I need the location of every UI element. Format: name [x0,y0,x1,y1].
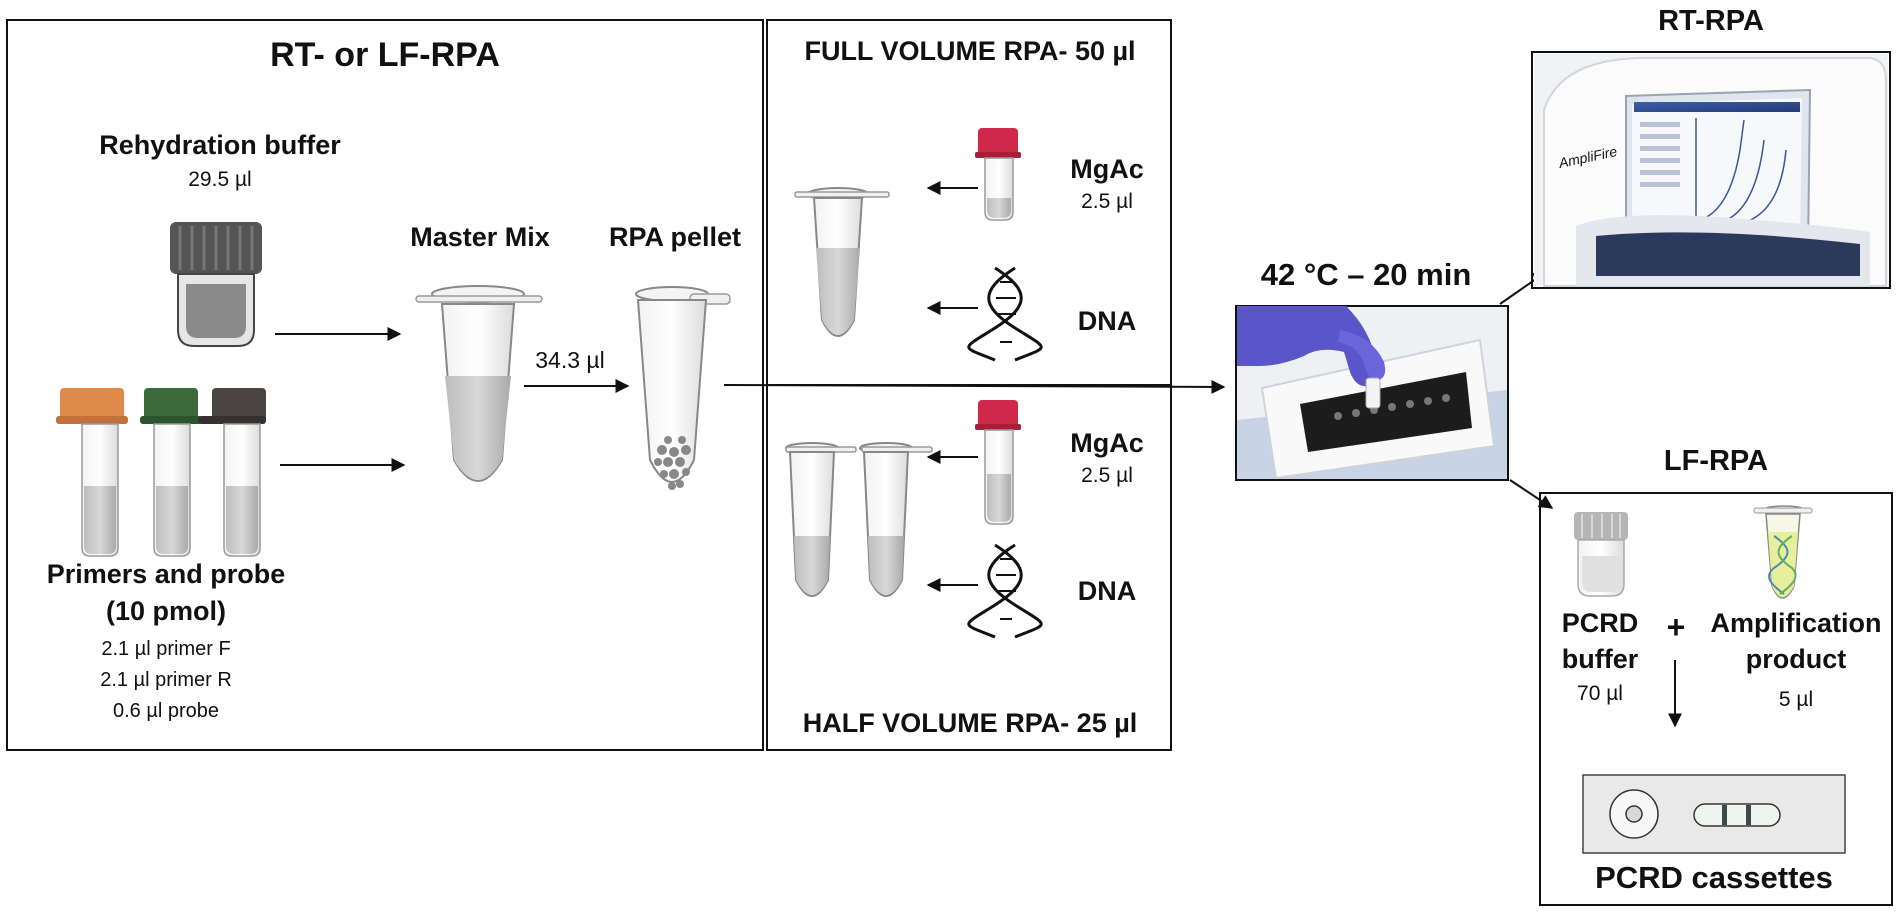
primers-label-line2: (10 pmol) [106,596,226,626]
pcrd-buffer-label-line2: buffer [1562,644,1639,674]
full-mgac-label: MgAc [1070,154,1144,184]
glove-icon [1237,306,1386,387]
pcrd-buffer-label-line1: PCRD [1562,608,1639,638]
primer-f-volume: 2.1 µl primer F [101,638,230,660]
half-dna-icon [967,543,1043,639]
probe-tube-icon [198,388,266,557]
half-volume-tube-1-icon [785,442,857,597]
probe-volume: 0.6 µl probe [113,700,219,722]
pcrd-cassettes-label: PCRD cassettes [1595,860,1833,895]
full-dna-label: DNA [1078,306,1137,336]
lf-rpa-panel-frame [1539,492,1893,906]
half-dna-label: DNA [1078,576,1137,606]
primer-tubes-icon [56,388,266,557]
half-mgac-tube-icon [975,400,1021,525]
product-volume: 5 µl [1779,688,1813,711]
full-volume-title: FULL VOLUME RPA- 50 µl [804,36,1135,66]
transfer-volume: 34.3 µl [535,347,605,373]
pcrd-cassette-icon [1582,774,1846,854]
full-mgac-tube-icon [975,128,1021,221]
full-volume-tube-icon [794,187,890,337]
pcrd-buffer-volume: 70 µl [1577,682,1623,705]
half-mgac-volume: 2.5 µl [1081,464,1133,487]
lf-rpa-title: LF-RPA [1664,445,1768,477]
rehydration-vial-icon [170,222,262,347]
main-panel-title: RT- or LF-RPA [270,36,500,74]
incubation-condition: 42 °C – 20 min [1261,257,1472,292]
primer-r-volume: 2.1 µl primer R [100,669,232,691]
amplifire-device-photo: AmpliFire [1534,54,1888,287]
arrow-to-lf-rpa [1509,479,1554,509]
rpa-pellet-label: RPA pellet [609,222,741,252]
primers-label-line1: Primers and probe [47,559,286,589]
rt-rpa-title: RT-RPA [1658,5,1764,37]
rpa-pellet-tube-icon [635,286,731,490]
full-mgac-volume: 2.5 µl [1081,190,1133,213]
half-mgac-label: MgAc [1070,428,1144,458]
primer-r-tube-icon [140,388,202,557]
pcrd-buffer-tube-icon [1574,512,1628,597]
rt-rpa-panel-frame [1531,51,1891,289]
half-volume-tube-2-icon [859,442,933,597]
half-volume-title: HALF VOLUME RPA- 25 µl [803,708,1138,738]
rehydration-volume: 29.5 µl [188,168,251,191]
amplification-product-tube-icon [1753,505,1813,599]
master-mix-label: Master Mix [410,222,550,252]
plus-sign: + [1667,609,1686,645]
product-label-line1: Amplification [1710,608,1881,638]
incubator-photo [1235,305,1509,481]
primer-f-tube-icon [56,388,128,557]
full-dna-icon [967,266,1043,362]
master-mix-tube-icon [415,285,543,482]
product-label-line2: product [1746,644,1847,674]
arrow-pellet-to-incubation [723,379,1226,394]
rehydration-label: Rehydration buffer [99,130,341,160]
